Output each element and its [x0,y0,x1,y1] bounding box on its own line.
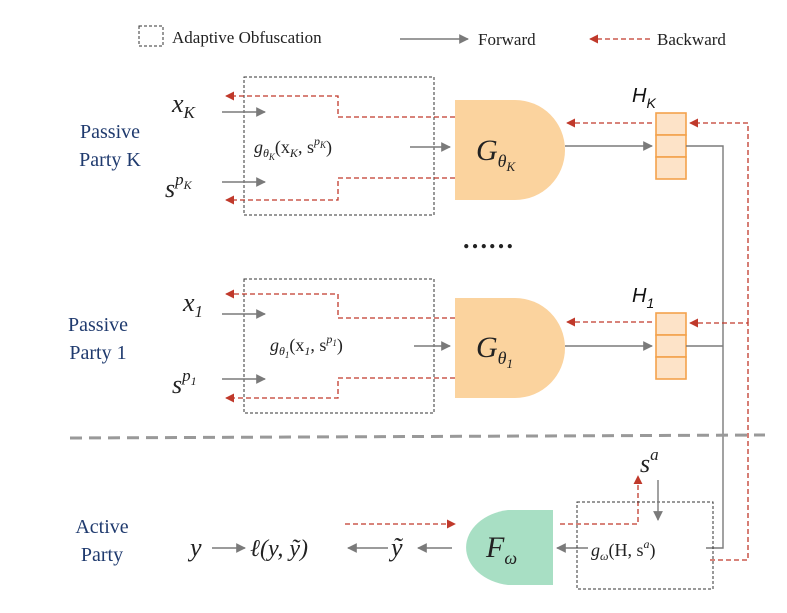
party-k-h-cell [655,156,687,180]
party-k-h-cell [655,134,687,158]
party-1-label-line2: Party 1 [69,342,126,364]
active-label-y: y [187,533,202,562]
active-obfuscation-box [576,501,714,590]
s-a-backward [560,475,643,525]
party-k-model-shape [455,100,565,200]
legend-obfuscation-label: Adaptive Obfuscation [172,28,322,47]
legend-forward-label: Forward [478,30,536,49]
party-1-input-s: sp1 [172,366,197,399]
more-parties-ellipsis: …… [462,225,514,254]
party-k-label-line2: Party K [79,149,141,171]
active-to-hk-backward [689,118,749,323]
party-1-embedding-h [655,312,687,380]
party-1-input-x: x1 [182,288,203,321]
party-k-obfuscation-box [243,76,435,216]
party-k-obfuscation-function: gθK(xK, spK) [254,134,332,162]
party-1-model-label: Gθ1 [476,331,513,371]
prediction-y-tilde: ỹ [388,533,404,562]
legend-backward-label: Backward [657,30,726,49]
active-model-shape [466,510,553,585]
party-k-input-s: spK [165,170,193,203]
party-k-model-label: GθK [476,134,517,174]
loss-function: ℓ(y, ỹ) [250,536,308,562]
active-input-s: sa [640,445,659,478]
passive-party-k: Passive Party K xK spK gθK(xK, spK) GθK … [79,76,724,549]
party-1-label-line1: Passive [68,314,128,336]
legend: Adaptive Obfuscation Forward Backward [138,25,726,49]
party-1-h-label: H1 [632,285,654,311]
party-1-obfuscation-function: gθ1(x1, sp1) [270,332,343,360]
active-party-label-line2: Party [81,544,123,566]
party-k-h-to-active-line [686,145,724,549]
party-1-model-shape [455,298,565,398]
party-1-h-cell [655,312,687,336]
active-party: Active Party y ℓ(y, ỹ) ỹ Fω gω(H, sa) sa [75,118,749,590]
party-k-x-backward [225,91,455,118]
party-k-h-label: HK [632,85,656,111]
party-k-embedding-h [655,112,687,180]
party-k-label-line1: Passive [80,121,140,143]
party-k-input-x: xK [171,89,197,122]
party-k-s-backward [225,177,455,205]
party-1-x-backward [225,289,455,319]
active-to-h1-backward [689,318,749,561]
active-party-label-line1: Active [75,516,128,538]
party-divider [69,433,766,440]
party-1-h-cell [655,356,687,380]
active-model-label: Fω [485,531,517,568]
party-1-h-cell [655,334,687,358]
party-1-s-backward [225,377,455,403]
legend-obfuscation-swatch [138,25,164,47]
passive-party-1: Passive Party 1 x1 sp1 gθ1(x1, sp1) Gθ1 … [68,278,723,414]
active-obfuscation-function: gω(H, sa) [591,537,655,563]
party-k-h-cell [655,112,687,136]
